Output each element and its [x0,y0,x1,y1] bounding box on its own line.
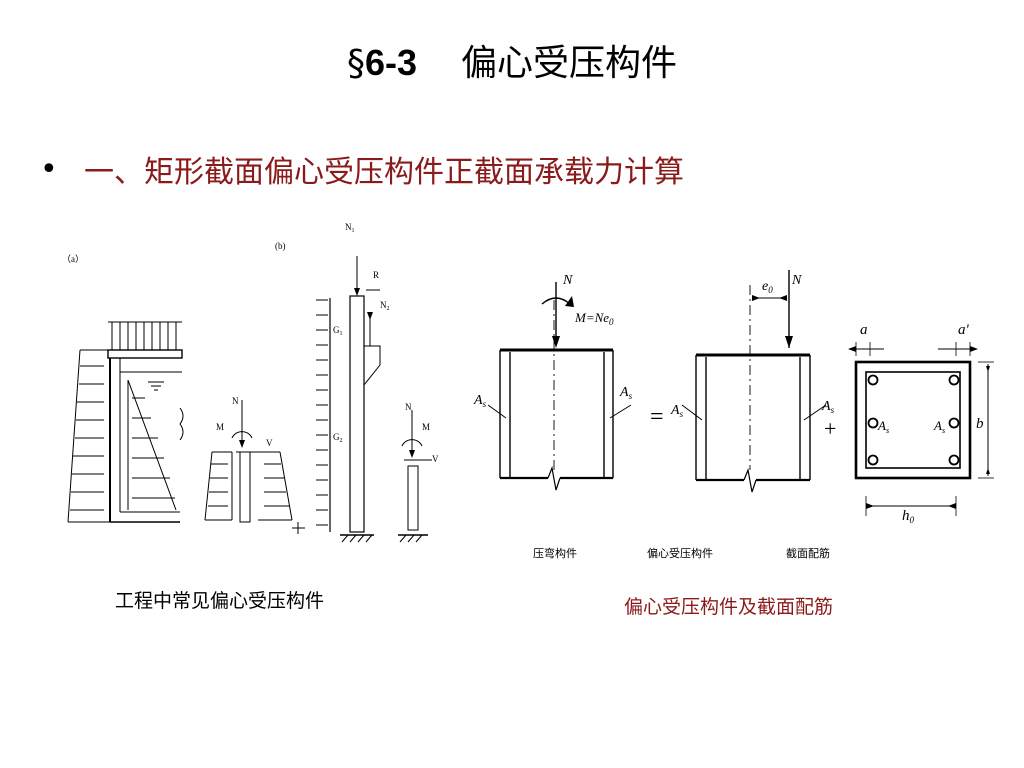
label-e0: e0 [762,279,773,295]
top-load-arrows [111,322,177,350]
bullet-marker: • [40,151,58,187]
label-a-prime: a' [958,322,970,338]
label-v-a: V [266,438,273,448]
eccentric-compression-figure: N M=Ne0 As As e0 N As As As As a a' b h0… [473,270,994,525]
label-b: b [976,416,984,432]
label-n-2: N [791,273,802,288]
label-r: R [373,270,379,280]
label-v-b: V [432,454,439,464]
bullet-heading: 一、矩形截面偏心受压构件正截面承载力计算 [84,155,684,190]
right-figure-caption: 偏心受压构件及截面配筋 [624,596,834,618]
sub-caption-eccentric: 偏心受压构件 [647,547,713,560]
equals-sign: = [650,404,664,430]
plus-sign: + [824,416,836,441]
label-as-prime-3: As [933,418,945,435]
sub-caption-section: 截面配筋 [786,547,830,560]
label-as-3: As [877,418,889,435]
bullet-item: • 一、矩形截面偏心受压构件正截面承载力计算 [40,146,684,192]
label-g2: G2 [333,432,343,444]
label-g1: G1 [333,325,343,337]
engineering-examples-figure: （a） (b) N1 R N2 G1 G2 N M V N M V [62,222,439,543]
label-b: (b) [275,241,286,251]
section-number: 6-3 [364,42,417,83]
section-title-text: 偏心受压构件 [461,43,678,84]
section-mark: § [346,43,365,84]
label-a: a [860,322,868,338]
label-as-prime-1: As [619,385,633,401]
label-n2: N2 [380,300,390,312]
label-as-2: As [670,403,684,419]
slide-title: §6-3 偏心受压构件 [0,38,1024,89]
left-figure-caption: 工程中常见偏心受压构件 [115,590,325,612]
label-m-eq: M=Ne0 [574,310,614,327]
label-m-a: M [216,422,224,432]
label-n-a: N [232,396,239,406]
sub-caption-bending: 压弯构件 [533,547,577,560]
label-as-prime-2: As [821,399,835,415]
label-n1: N1 [345,222,355,234]
label-n-1: N [562,273,573,288]
label-n-b: N [405,402,412,412]
label-a: （a） [62,254,84,264]
label-as-1: As [473,393,487,409]
label-h0: h0 [902,508,915,525]
label-m-b: M [422,422,430,432]
